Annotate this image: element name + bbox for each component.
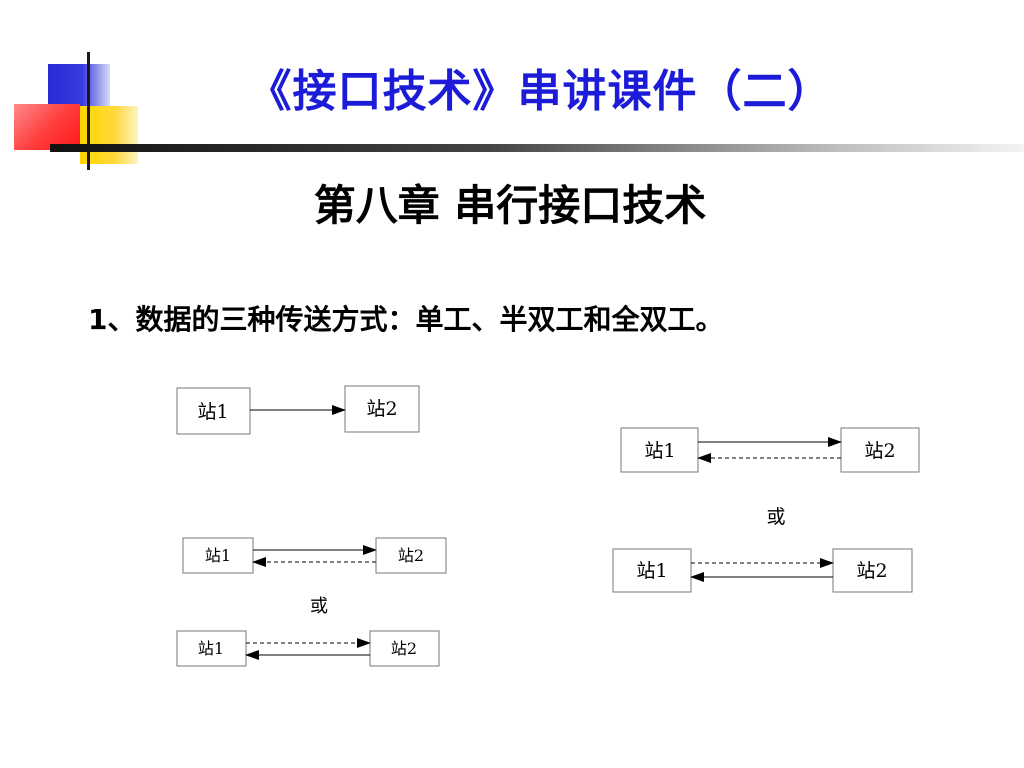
half-duplex-diagram: 站1 站2 或 站1 站2 [176, 537, 447, 667]
page-title: 《接口技术》串讲课件（二） [247, 66, 833, 117]
simplex-station2-box [344, 385, 420, 433]
fd1-station1-label: 站1 [644, 440, 675, 462]
simplex-station2-label: 站2 [366, 398, 397, 420]
fd1-station2-box [840, 427, 920, 473]
fd2-station2-label: 站2 [856, 560, 887, 582]
fd2-station2-box [832, 548, 913, 593]
simplex-diagram: 站1 站2 [176, 385, 420, 435]
hd2-station1-label: 站1 [198, 639, 224, 658]
simplex-station1-box [176, 387, 251, 435]
full-duplex-diagram: 站1 站2 或 站1 站2 [612, 427, 920, 593]
hd1-station2-label: 站2 [398, 546, 424, 565]
hd1-station1-label: 站1 [205, 546, 231, 565]
fd2-station1-box [612, 548, 692, 593]
hd1-station1-box [182, 537, 254, 574]
chapter-heading: 第八章 串行接口技术 [313, 181, 707, 230]
fd-or-label: 或 [766, 506, 785, 528]
point-text: 、数据的三种传送方式：单工、半双工和全双工。 [107, 303, 724, 336]
hd-or-label: 或 [310, 596, 328, 617]
logo-red-block [14, 104, 80, 150]
hd1-station2-box [375, 537, 447, 574]
hd2-station2-box [369, 630, 440, 667]
point-1: 1、数据的三种传送方式：单工、半双工和全双工。 [88, 298, 948, 342]
point-number: 1 [88, 303, 108, 336]
fd2-station1-label: 站1 [636, 560, 667, 582]
fd1-station2-label: 站2 [864, 440, 895, 462]
hd2-station2-label: 站2 [391, 639, 417, 658]
title-underline [50, 144, 1024, 152]
fd1-station1-box [620, 427, 699, 473]
simplex-station1-label: 站1 [197, 401, 228, 423]
hd2-station1-box [176, 630, 247, 667]
logo-vertical-line [87, 52, 90, 170]
